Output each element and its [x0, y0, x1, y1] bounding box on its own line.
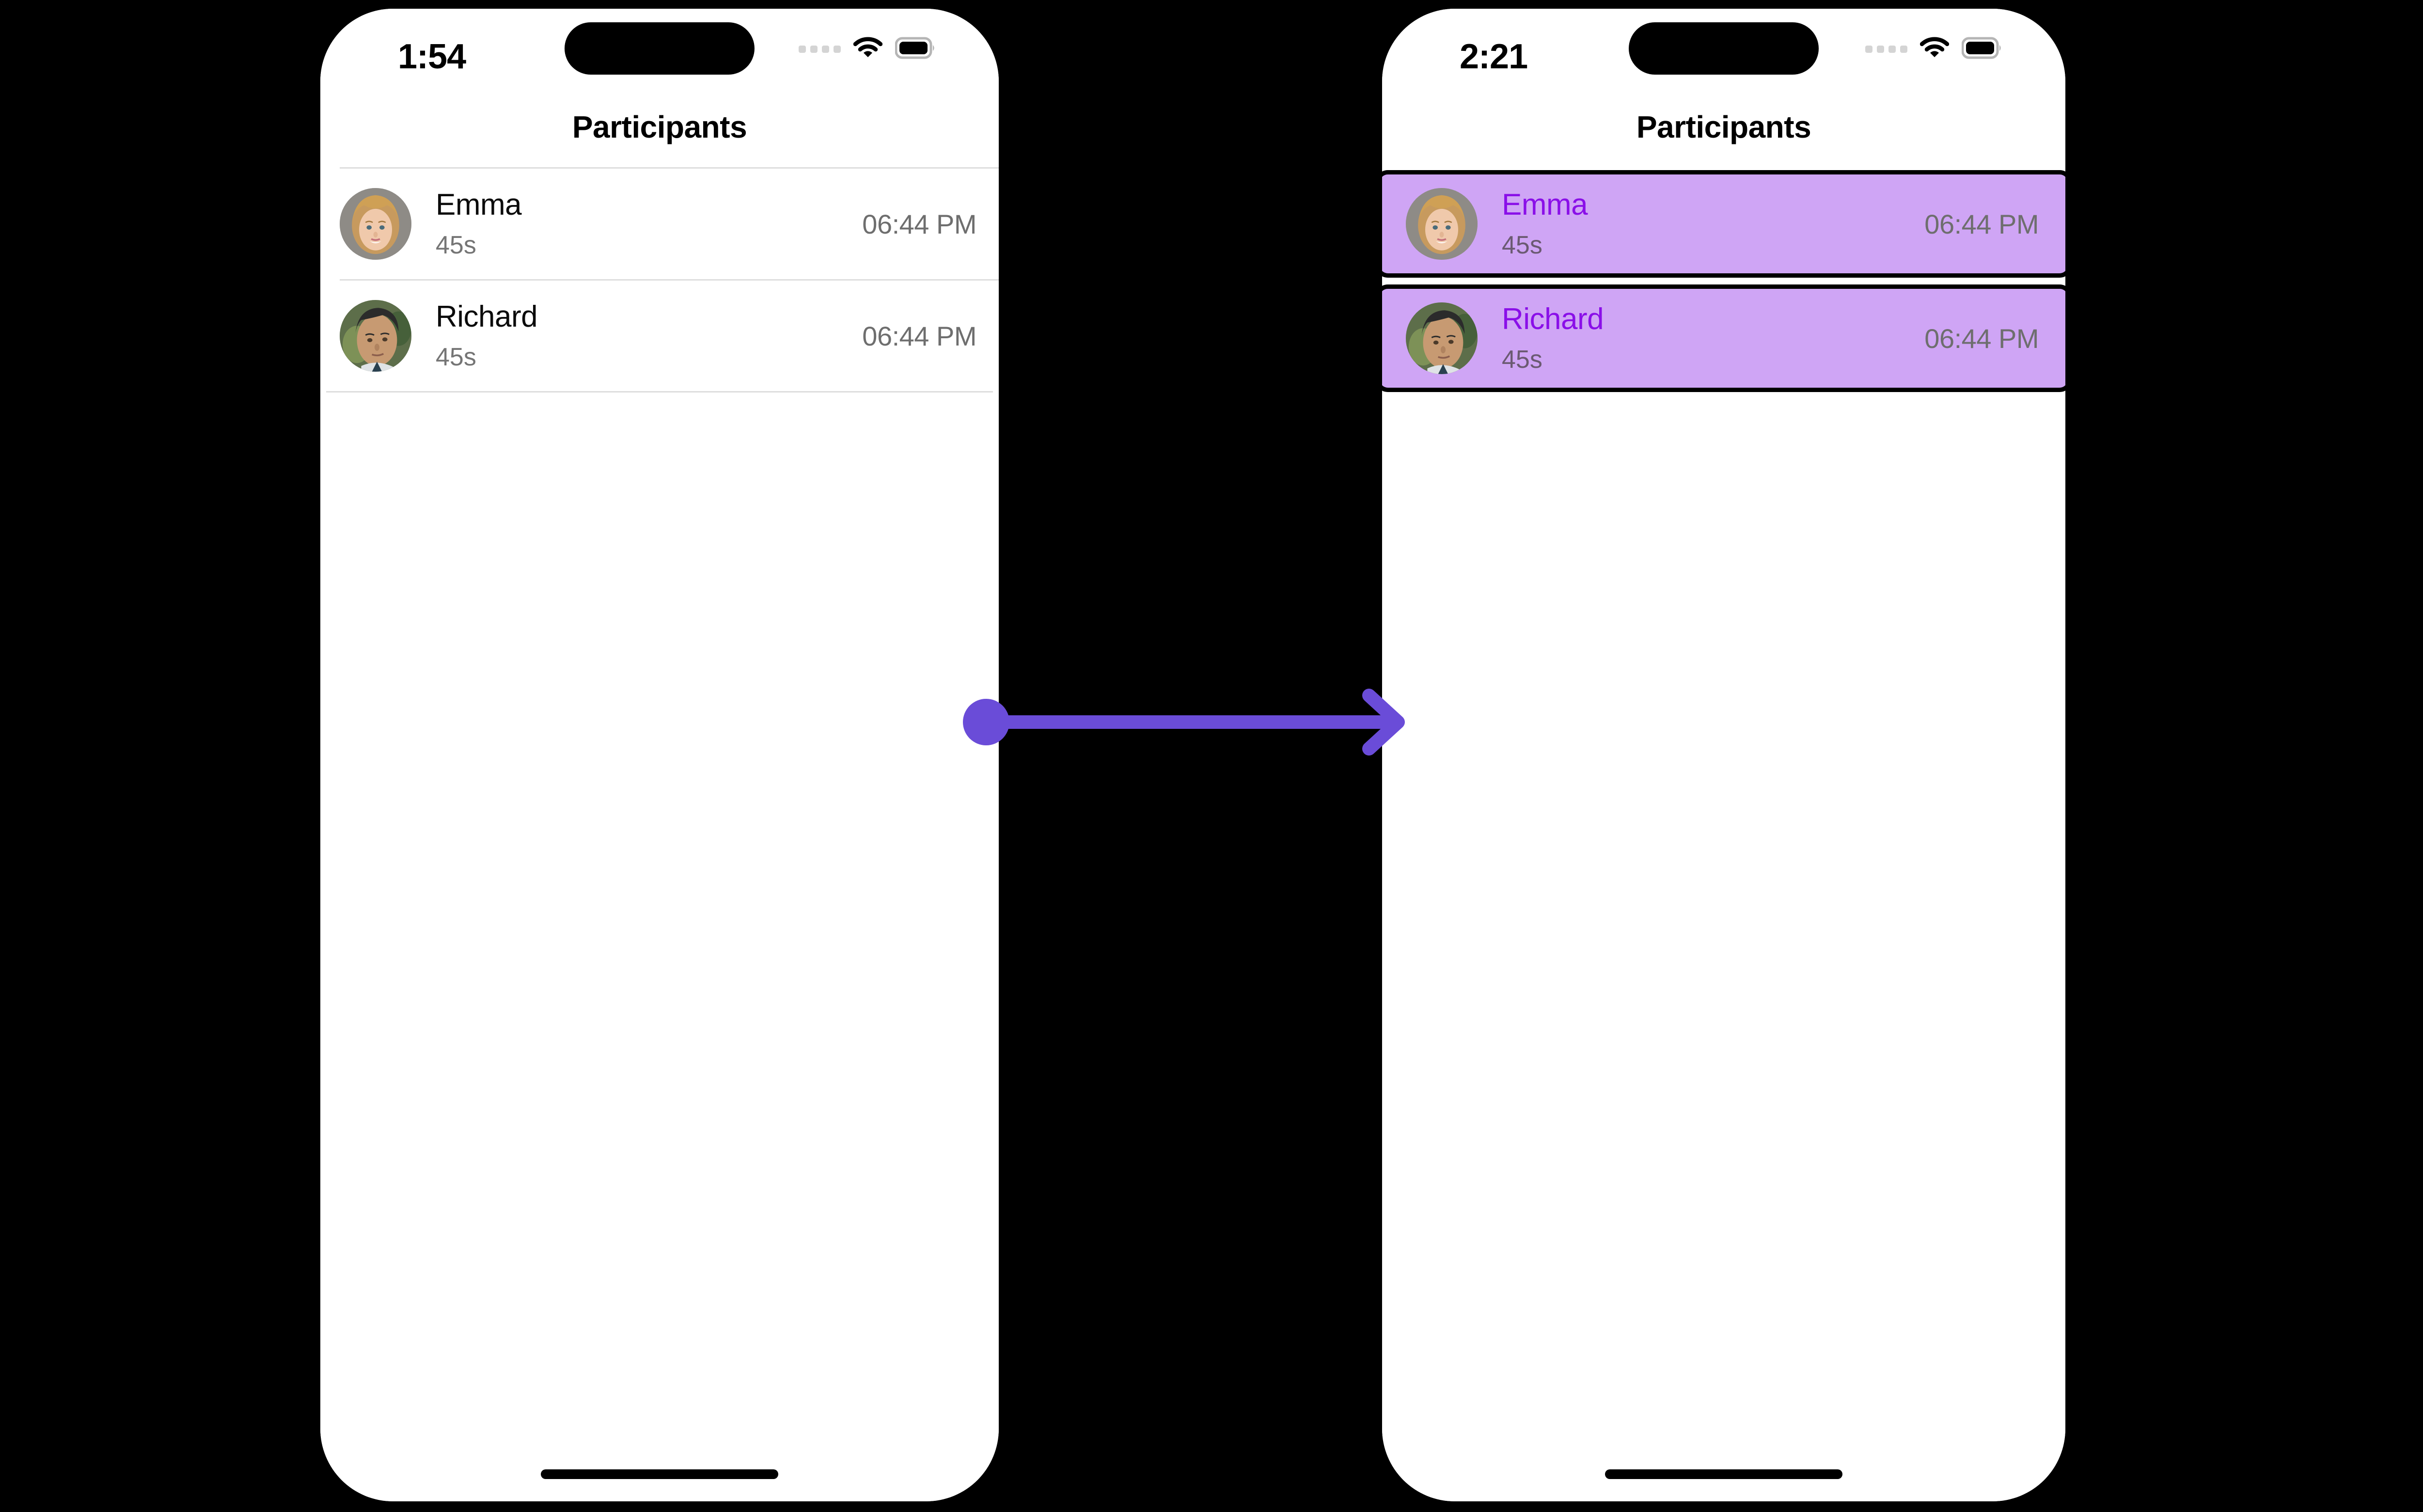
dynamic-island: [1629, 22, 1819, 75]
participant-time: 06:44 PM: [1924, 323, 2039, 354]
home-indicator: [541, 1469, 778, 1479]
participant-row-richard[interactable]: Richard 45s 06:44 PM: [320, 281, 999, 391]
participant-row-emma[interactable]: Emma 45s 06:44 PM: [320, 169, 999, 279]
participants-list: Emma 45s 06:44 PM: [320, 167, 999, 393]
participant-time: 06:44 PM: [862, 208, 976, 239]
cellular-dots-icon: [799, 45, 841, 53]
screen-after: 2:21: [1382, 9, 2065, 1501]
participant-row-emma-highlighted[interactable]: Emma 45s 06:44 PM: [1382, 170, 2065, 278]
battery-full-icon: [895, 37, 936, 59]
status-bar-time: 1:54: [398, 37, 466, 76]
participant-time: 06:44 PM: [862, 320, 976, 351]
screen-before: 1:54: [320, 9, 999, 1501]
participant-info: Emma 45s: [1478, 190, 1924, 258]
participant-duration: 45s: [1502, 231, 1542, 259]
participant-name: Richard: [436, 300, 538, 333]
phone-after: 2:21: [1382, 9, 2065, 1501]
wifi-icon: [853, 37, 882, 59]
participant-name: Emma: [436, 188, 522, 221]
participant-name: Richard: [1502, 302, 1604, 336]
participant-name: Emma: [1502, 188, 1588, 221]
participant-info: Emma 45s: [411, 190, 862, 258]
avatar-emma: [1406, 188, 1478, 260]
avatar-richard: [340, 300, 411, 372]
participant-info: Richard 45s: [411, 302, 862, 370]
cellular-dots-icon: [1865, 45, 1907, 53]
participant-duration: 45s: [436, 231, 476, 259]
avatar-richard: [1406, 302, 1478, 374]
participant-info: Richard 45s: [1478, 302, 1924, 374]
list-divider: [340, 279, 999, 281]
participant-duration: 45s: [1502, 346, 1542, 374]
status-bar-time: 2:21: [1460, 37, 1528, 76]
list-divider: [340, 167, 999, 169]
participant-row-richard-highlighted[interactable]: Richard 45s 06:44 PM: [1382, 284, 2065, 392]
participant-duration: 45s: [436, 343, 476, 371]
status-bar-after: 2:21: [1382, 9, 2065, 98]
participant-time: 06:44 PM: [1924, 208, 2039, 239]
phone-before: 1:54: [320, 9, 999, 1501]
avatar-emma: [340, 188, 411, 260]
participants-list-highlighted: Emma 45s 06:44 PM: [1382, 167, 2065, 392]
dynamic-island: [565, 22, 755, 75]
wifi-icon: [1920, 37, 1949, 59]
page-title: Participants: [572, 110, 747, 144]
status-bar-indicators: [1865, 37, 2002, 59]
home-indicator: [1605, 1469, 1842, 1479]
list-divider: [326, 391, 993, 393]
transition-arrow-annotation: [962, 678, 1427, 766]
status-bar-before: 1:54: [320, 9, 999, 98]
battery-full-icon: [1962, 37, 2002, 59]
status-bar-indicators: [799, 37, 936, 59]
page-title: Participants: [1636, 110, 1811, 144]
